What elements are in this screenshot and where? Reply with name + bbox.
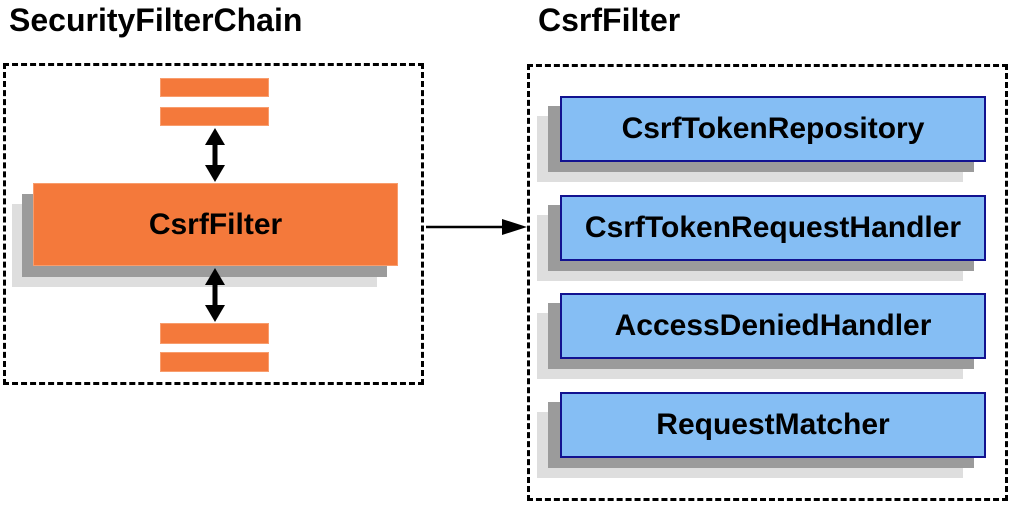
component-label: AccessDeniedHandler	[614, 309, 932, 342]
filter-chain-bar-4	[160, 352, 269, 372]
component-box-csrf-token-request-handler: CsrfTokenRequestHandler	[560, 195, 986, 261]
component-label: CsrfTokenRequestHandler	[584, 211, 962, 244]
component-label: CsrfTokenRepository	[621, 112, 925, 145]
bidirectional-arrow-icon	[205, 268, 225, 322]
filter-chain-bar-3	[160, 323, 269, 344]
component-box-request-matcher: RequestMatcher	[560, 392, 986, 458]
component-box-access-denied-handler: AccessDeniedHandler	[560, 293, 986, 359]
bidirectional-arrow-icon	[205, 128, 225, 182]
right-arrow-icon	[426, 219, 527, 235]
csrf-filter-title: CsrfFilter	[538, 2, 681, 38]
csrf-filter-container	[527, 64, 1008, 501]
filter-chain-bar-1	[160, 78, 269, 97]
component-box-csrf-token-repository: CsrfTokenRepository	[560, 96, 986, 162]
csrf-filter-box-label: CsrfFilter	[148, 207, 283, 241]
security-filter-chain-container	[3, 63, 424, 385]
component-label: RequestMatcher	[656, 408, 890, 441]
filter-chain-bar-2	[160, 107, 269, 126]
security-filter-chain-title: SecurityFilterChain	[9, 2, 303, 38]
csrf-filter-box: CsrfFilter	[33, 183, 398, 266]
